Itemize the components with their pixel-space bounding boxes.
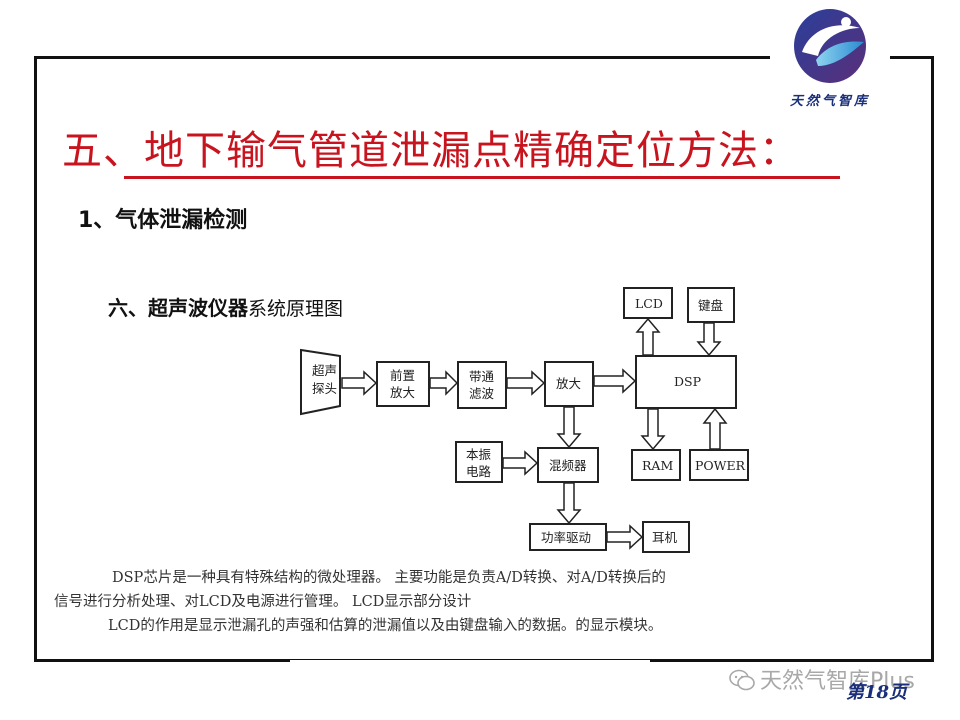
earphone-label: 耳机 bbox=[652, 530, 678, 545]
diagram-title-normal: 系统原理图 bbox=[248, 298, 344, 320]
arrow-power-dsp bbox=[702, 407, 728, 450]
page-title: 五、地下输气管道泄漏点精确定位方法： bbox=[62, 128, 800, 174]
power-label: POWER bbox=[695, 458, 746, 473]
description-paragraph: DSP芯片是一种具有特殊结构的微处理器。 主要功能是负责A/D转换、对A/D转换… bbox=[54, 566, 914, 638]
amp-block bbox=[544, 361, 594, 407]
osc-label-2: 电路 bbox=[466, 464, 492, 479]
keyboard-block bbox=[687, 287, 735, 323]
preamp-label-1: 前置 bbox=[390, 368, 415, 383]
paragraph-line-3: LCD的作用是显示泄漏孔的声强和估算的泄漏值以及由键盘输入的数据。的显示模块。 bbox=[108, 618, 663, 634]
page-number: 第18页 bbox=[846, 682, 908, 703]
mixer-label: 混频器 bbox=[549, 458, 587, 473]
osc-label-1: 本振 bbox=[466, 447, 492, 462]
mixer-block bbox=[537, 447, 599, 483]
lcd-label: LCD bbox=[635, 296, 663, 311]
section-subtitle: 1、气体泄漏检测 bbox=[78, 208, 248, 233]
osc-block bbox=[455, 441, 503, 483]
driver-label: 功率驱动 bbox=[541, 530, 591, 545]
dsp-label: DSP bbox=[674, 374, 701, 389]
frame-gap bbox=[290, 660, 650, 666]
arrow-keyboard-dsp bbox=[696, 322, 722, 357]
ram-block bbox=[631, 449, 681, 481]
arrow-mixer-driver bbox=[556, 482, 582, 525]
arrow-probe-preamp bbox=[341, 370, 378, 396]
arrow-bandpass-amp bbox=[506, 370, 546, 396]
bandpass-block bbox=[457, 361, 507, 409]
power-block bbox=[689, 449, 749, 481]
logo-text: 天然气智库 bbox=[789, 94, 870, 109]
probe-label-2: 探头 bbox=[312, 381, 337, 396]
driver-block bbox=[529, 523, 607, 551]
title-underline bbox=[124, 176, 840, 179]
probe-block bbox=[300, 348, 341, 416]
arrow-dsp-lcd bbox=[635, 317, 661, 356]
arrow-osc-mixer bbox=[502, 450, 539, 476]
watermark-text: 天然气智库Plus bbox=[760, 669, 915, 694]
bandpass-label-2: 滤波 bbox=[469, 386, 495, 401]
arrow-preamp-bandpass bbox=[429, 370, 459, 396]
arrow-dsp-ram bbox=[640, 408, 666, 451]
paragraph-line-1: DSP芯片是一种具有特殊结构的微处理器。 主要功能是负责A/D转换、对A/D转换… bbox=[112, 570, 666, 586]
arrow-driver-earphone bbox=[606, 524, 644, 550]
diagram-title-bold: 六、超声波仪器 bbox=[108, 296, 248, 320]
preamp-block bbox=[376, 361, 430, 407]
keyboard-label: 键盘 bbox=[698, 298, 723, 313]
logo: 天然气智库 bbox=[770, 4, 890, 116]
dsp-block bbox=[635, 355, 737, 409]
arrow-amp-dsp bbox=[593, 368, 637, 394]
preamp-label-2: 放大 bbox=[390, 385, 415, 400]
diagram-title: 六、超声波仪器系统原理图 bbox=[108, 292, 343, 321]
probe-label-1: 超声 bbox=[312, 363, 337, 378]
wechat-icon bbox=[729, 669, 755, 691]
bandpass-label-1: 带通 bbox=[469, 369, 495, 384]
logo-emblem-icon bbox=[794, 9, 866, 83]
amp-label: 放大 bbox=[556, 376, 581, 391]
ram-label: RAM bbox=[642, 458, 673, 473]
block-diagram: 超声 探头 前置 放大 带通 滤波 放大 DSP LCD 键盘 RAM POWE… bbox=[300, 287, 749, 553]
arrow-amp-mixer bbox=[556, 406, 582, 449]
paragraph-line-2: 信号进行分析处理、对LCD及电源进行管理。 LCD显示部分设计 bbox=[54, 594, 472, 610]
